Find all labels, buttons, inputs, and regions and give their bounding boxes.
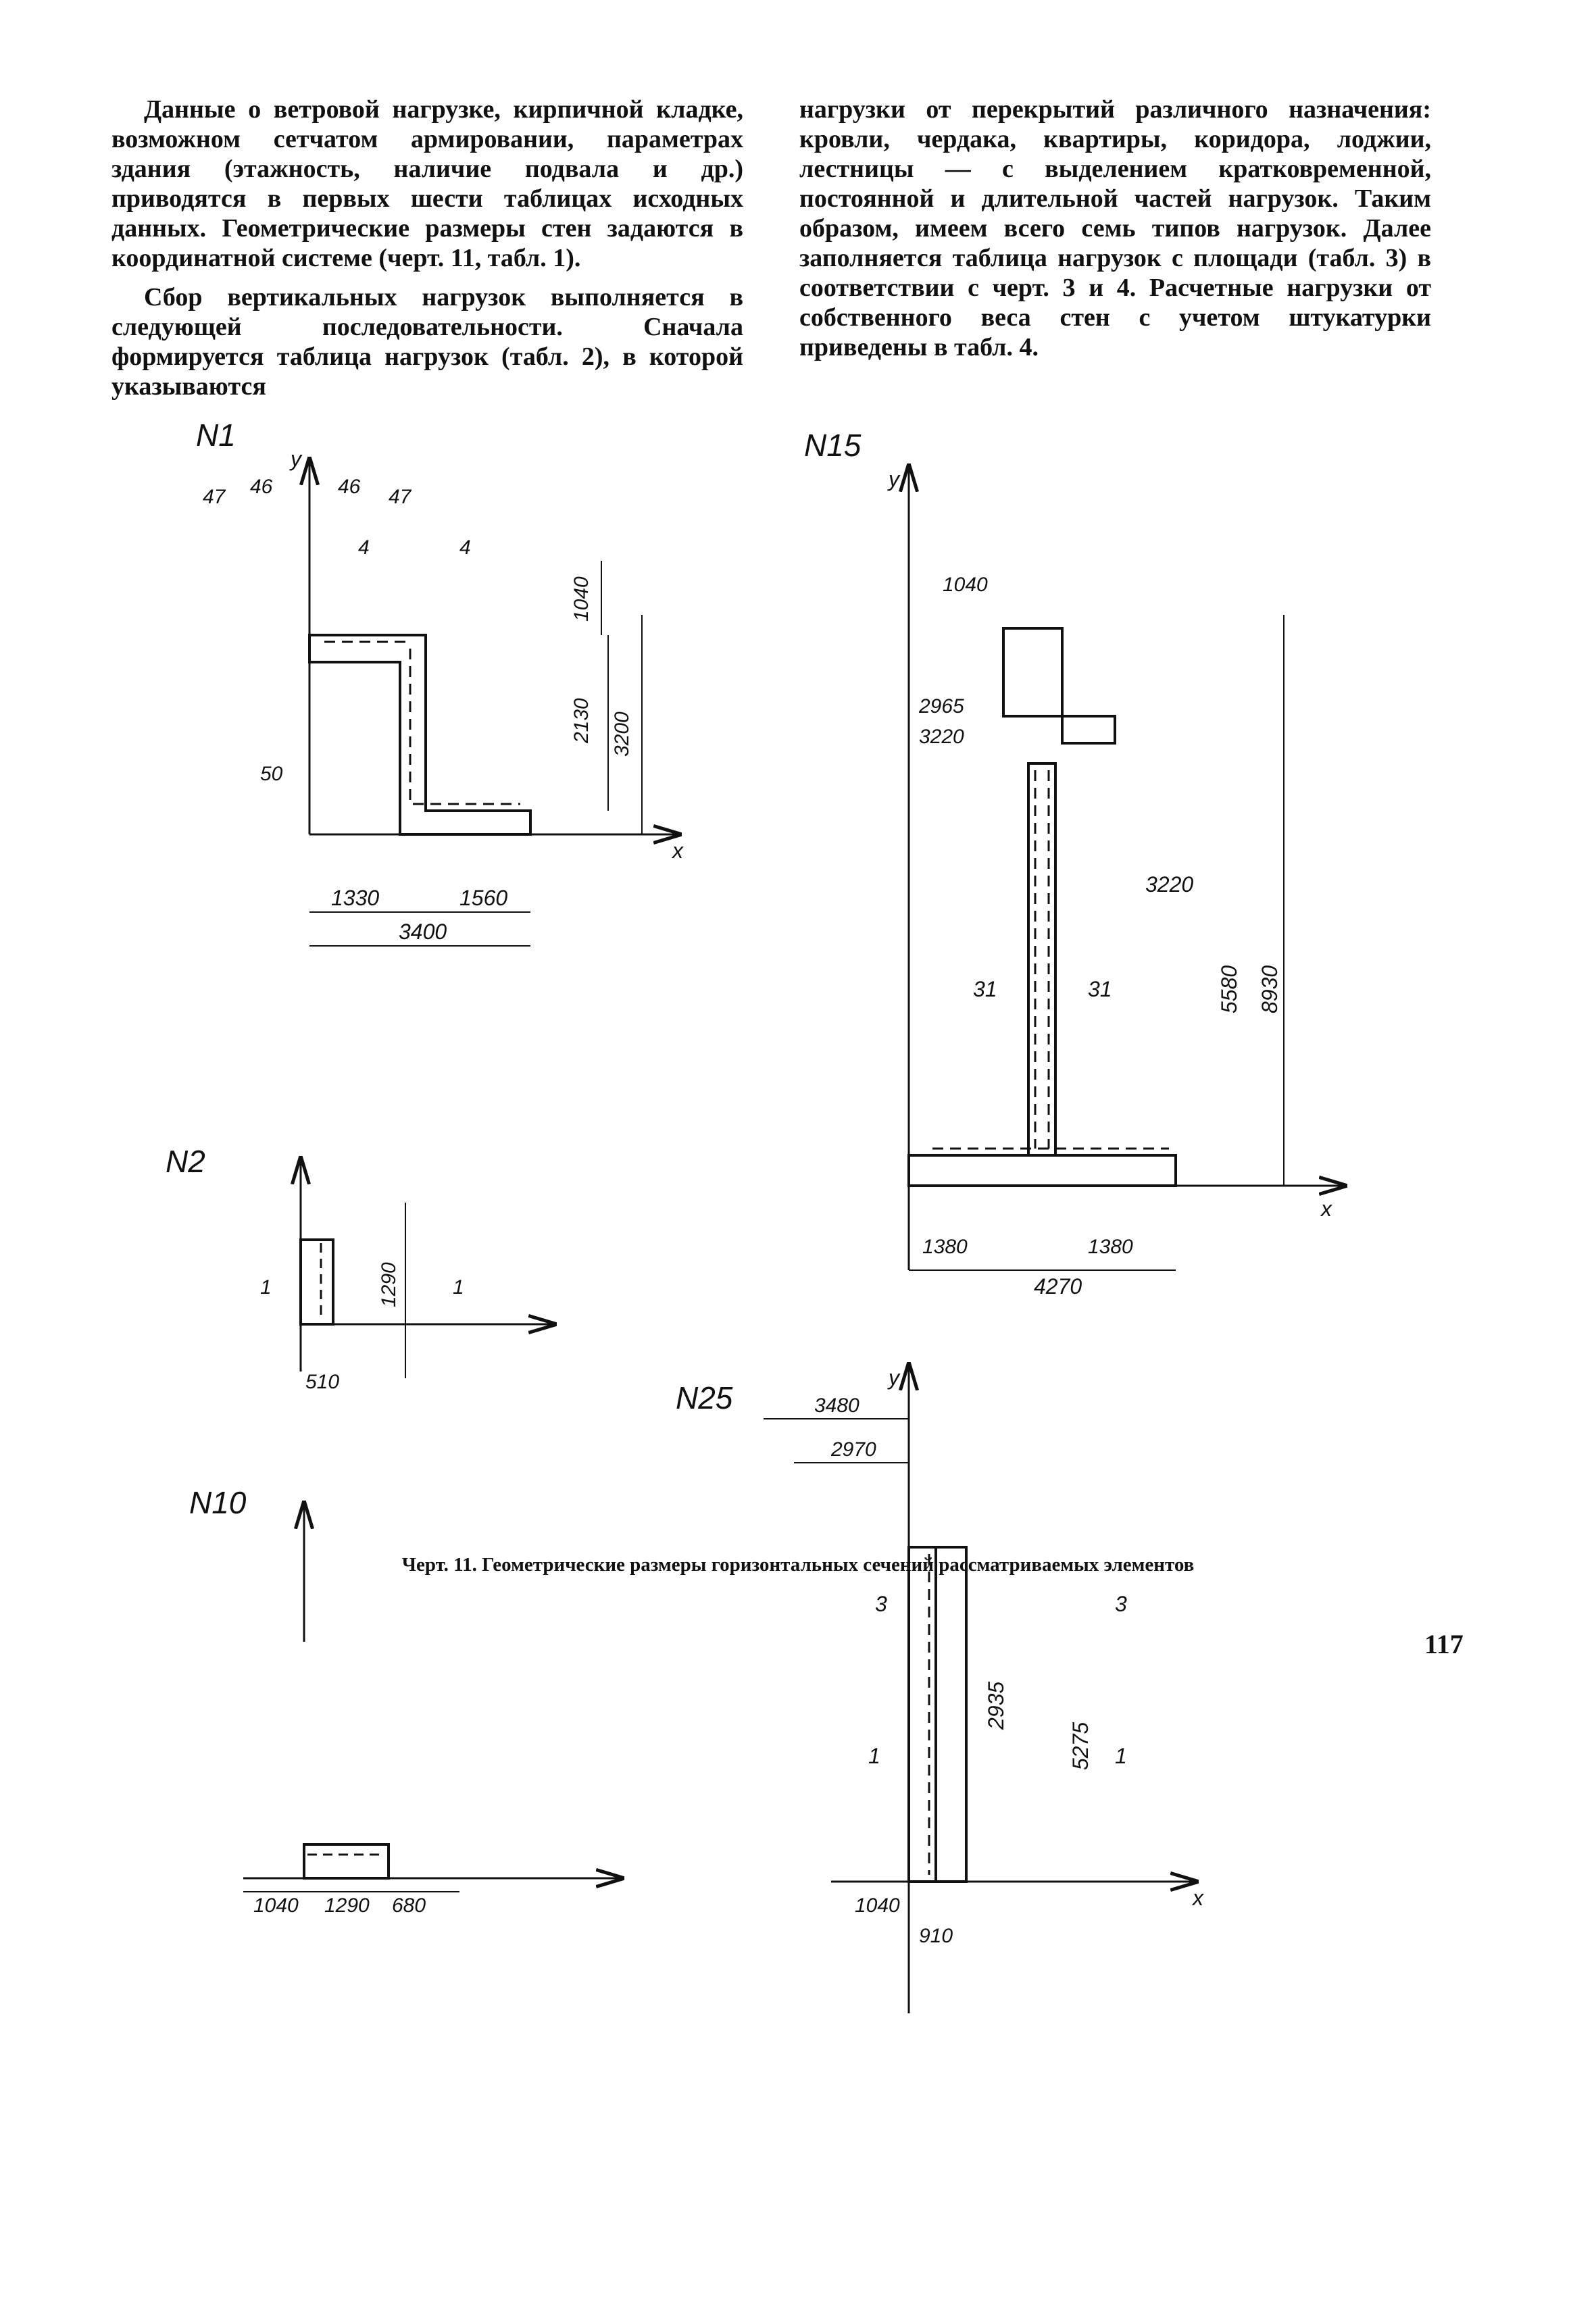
- axis-y-label: y: [887, 467, 901, 491]
- load-label: 4: [459, 536, 471, 559]
- dim-label: 2130: [570, 698, 593, 744]
- wall-outline: [303, 1843, 390, 1880]
- dim-label: 5580: [1217, 965, 1241, 1013]
- load-label: 31: [973, 977, 997, 1001]
- title-n1: N1: [196, 418, 236, 453]
- load-label: 1: [868, 1744, 880, 1768]
- load-label: 47: [389, 486, 412, 508]
- title-n10: N10: [189, 1485, 247, 1520]
- section-n10: N10 1040 1290 680: [189, 1485, 622, 1917]
- paragraph: Сбор вертикальных нагрузок выполняется в…: [111, 283, 743, 401]
- title-n2: N2: [166, 1144, 205, 1179]
- wall-outline: [907, 627, 1177, 1187]
- dim-label: 3480: [814, 1394, 859, 1417]
- load-label: 31: [1088, 977, 1112, 1001]
- dim-label: 910: [919, 1925, 953, 1947]
- page-number: 117: [1424, 1629, 1464, 1659]
- dim-label: 680: [392, 1894, 426, 1917]
- axis-x-label: x: [671, 838, 684, 863]
- load-label: 46: [338, 476, 361, 498]
- paragraph: нагрузки от перекрытий различного назнач…: [799, 95, 1431, 361]
- axis-y-label: y: [887, 1365, 901, 1390]
- wall-outline: [308, 634, 532, 836]
- load-label: 3: [1115, 1592, 1127, 1616]
- dim-label: 1560: [459, 886, 507, 910]
- inner-dashed: [324, 640, 520, 805]
- paragraph: Данные о ветровой нагрузке, кирпичной кл…: [111, 95, 743, 272]
- dim-label: 3220: [1145, 872, 1193, 897]
- load-label: 1: [260, 1276, 272, 1299]
- figure-caption: Черт. 11. Геометрические размеры горизон…: [401, 1554, 1195, 1576]
- dim-label: 8930: [1257, 965, 1282, 1013]
- load-label: 47: [203, 486, 226, 508]
- load-label: 46: [250, 476, 273, 498]
- section-n25: N25 3480 2970 2935 5275 1040 910 3 3 1 1…: [676, 1365, 1204, 2013]
- load-label: 4: [358, 536, 370, 559]
- dim-label: 1040: [570, 576, 593, 622]
- wall-outline: [299, 1238, 334, 1326]
- inner-dashed: [932, 770, 1169, 1150]
- section-n2: N2 1290 510 1 1: [166, 1144, 554, 1393]
- load-label: 50: [260, 763, 283, 785]
- dim-label: 1330: [331, 886, 379, 910]
- title-n25: N25: [676, 1380, 733, 1415]
- dim-label: 4270: [1034, 1274, 1082, 1299]
- axis-x-label: x: [1191, 1886, 1204, 1910]
- dim-label: 1040: [943, 574, 988, 596]
- left-text-column: Данные о ветровой нагрузке, кирпичной кл…: [111, 95, 743, 411]
- dim-label: 3220: [919, 726, 964, 748]
- dim-label: 2935: [984, 1682, 1008, 1730]
- dim-label: 1040: [253, 1894, 299, 1917]
- dim-label: 510: [305, 1371, 339, 1393]
- load-label: 1: [1115, 1744, 1127, 1768]
- dim-label: 3200: [611, 711, 633, 757]
- load-label: 3: [875, 1592, 887, 1616]
- title-n15: N15: [804, 428, 862, 463]
- load-label: 1: [453, 1276, 464, 1299]
- dim-label: 2965: [918, 695, 964, 718]
- axis-x-label: x: [1320, 1197, 1332, 1221]
- dim-label: 3400: [399, 920, 447, 944]
- section-n15: N15 4270 8930 5580 3220 1040 2965 3220 1…: [804, 428, 1345, 1299]
- dim-label: 1290: [378, 1262, 400, 1307]
- dim-label: 1290: [324, 1894, 370, 1917]
- dim-label: 1380: [1088, 1236, 1133, 1258]
- right-text-column: нагрузки от перекрытий различного назнач…: [799, 95, 1431, 372]
- dim-label: 1040: [855, 1894, 900, 1917]
- dim-label: 1380: [922, 1236, 968, 1258]
- axis-y-label: y: [289, 447, 303, 471]
- section-n1: N1 1330 1560 3400 1040 3200 2130 y x 47 …: [196, 418, 684, 947]
- dim-label: 5275: [1068, 1722, 1093, 1770]
- wall-outline: [907, 1546, 968, 1883]
- dim-label: 2970: [830, 1438, 876, 1461]
